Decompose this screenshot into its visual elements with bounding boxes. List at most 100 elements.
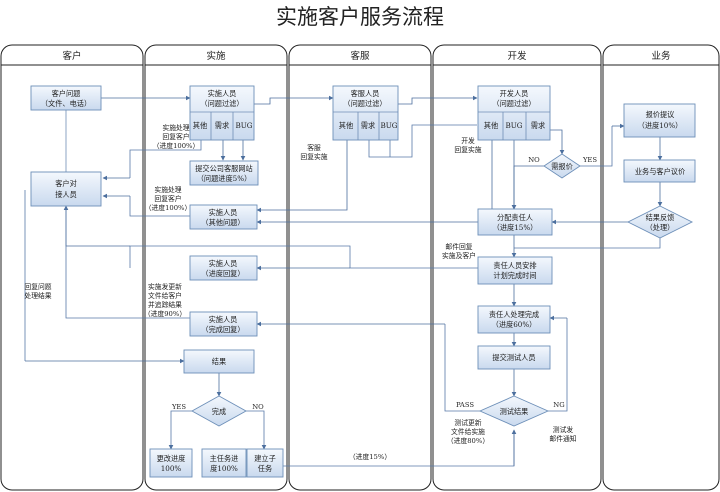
svg-text:客服: 客服	[307, 143, 321, 152]
svg-text:（问题进度5%）: （问题进度5%）	[197, 174, 252, 183]
connectors	[24, 95, 663, 467]
node-submit-test: 提交测试人员	[477, 345, 551, 370]
label-cs-reply: 客服 回复实施	[300, 143, 327, 161]
svg-text:处理结果: 处理结果	[24, 291, 51, 300]
svg-text:计划完成时间: 计划完成时间	[493, 271, 536, 280]
label-no: NO	[528, 156, 540, 164]
node-sub-task: 建立子 任务	[246, 448, 284, 478]
node-main-task: 主任务进 度100%	[201, 448, 247, 478]
svg-text:实施人员: 实施人员	[209, 208, 238, 217]
svg-text:测试结果: 测试结果	[500, 407, 529, 416]
svg-text:度100%: 度100%	[210, 464, 238, 473]
svg-text:实施处理: 实施处理	[154, 185, 181, 194]
svg-text:开发人员: 开发人员	[500, 89, 529, 98]
svg-text:需报价: 需报价	[551, 162, 573, 171]
svg-text:（问题过滤）: （问题过滤）	[200, 99, 243, 108]
lane-service-header: 客服	[350, 50, 370, 62]
svg-text:其他: 其他	[193, 121, 207, 130]
svg-text:（进度10%）: （进度10%）	[638, 121, 683, 130]
label-yes-complete: YES	[171, 403, 186, 411]
svg-text:接人员: 接人员	[55, 190, 77, 199]
node-submit-site: 提交公司客服网站 （问题进度5%）	[189, 160, 259, 186]
svg-text:分配责任人: 分配责任人	[497, 213, 533, 222]
label-reply-result: 回复问题 处理结果	[24, 282, 51, 300]
label-test-mail: 测试发 邮件通知	[549, 425, 576, 443]
node-feedback: 结果反馈 （处理）	[626, 205, 694, 239]
lane-implementation	[144, 44, 288, 491]
svg-text:实施处理: 实施处理	[162, 123, 189, 132]
svg-text:客户问题: 客户问题	[52, 89, 81, 98]
svg-text:BUG: BUG	[505, 121, 522, 130]
label-impl-reply-2: 实施处理 回复客户 （进度100%）	[145, 185, 192, 212]
svg-text:任务: 任务	[258, 464, 272, 473]
node-handled: 责任人处理完成 （进度60%）	[477, 305, 551, 334]
svg-text:业务与客户议价: 业务与客户议价	[635, 167, 685, 176]
node-need-quote: 需报价	[543, 153, 581, 179]
svg-text:提交公司客服网站: 提交公司客服网站	[195, 164, 253, 173]
node-result: 结果	[183, 349, 255, 374]
node-impl-progress: 实施人员 （进度回复）	[189, 255, 258, 281]
node-complete: 完成	[191, 395, 247, 427]
svg-text:开发: 开发	[461, 136, 475, 145]
svg-text:建立子: 建立子	[254, 454, 276, 463]
lane-service	[288, 44, 432, 491]
svg-text:责任人处理完成: 责任人处理完成	[489, 310, 539, 319]
svg-text:邮件通知: 邮件通知	[549, 434, 576, 443]
svg-text:（其他问题）: （其他问题）	[201, 218, 244, 227]
svg-text:更改进度: 更改进度	[157, 454, 186, 463]
svg-text:责任人员安排: 责任人员安排	[493, 261, 536, 270]
svg-text:客服人员: 客服人员	[351, 89, 380, 98]
label-test-update: 测试更新 文件给实施 （进度80%）	[447, 418, 489, 445]
svg-text:（进度90%）: （进度90%）	[144, 309, 186, 318]
node-test-result: 测试结果	[478, 395, 550, 427]
svg-text:主任务进: 主任务进	[210, 454, 239, 463]
lane-customer	[0, 44, 144, 491]
label-mail-reply: 邮件回复 实施及客户	[442, 242, 476, 260]
node-assign: 分配责任人 （进度15%）	[477, 208, 553, 236]
lane-customer-header: 客户	[62, 50, 81, 62]
svg-text:回复实施: 回复实施	[300, 152, 327, 161]
node-impl-filter: 实施人员 （问题过滤） 其他 需求 BUG	[189, 85, 255, 141]
node-customer-contact: 客户对 接人员	[30, 171, 102, 207]
nodes: 客户问题 （文件、电话） 客户对 接人员 实施人员 （问题过滤） 其他 需求 B…	[30, 85, 696, 478]
svg-text:测试发: 测试发	[553, 425, 574, 434]
svg-text:（问题过滤）: （问题过滤）	[492, 99, 535, 108]
svg-text:（进度15%）: （进度15%）	[493, 223, 538, 232]
node-customer-issue: 客户问题 （文件、电话）	[30, 85, 102, 111]
svg-text:实施人员: 实施人员	[208, 89, 237, 98]
label-send-doc: 实施发更新 文件给客户 并追踪结果 （进度90%）	[144, 282, 186, 318]
node-quote: 报价提议 （进度10%）	[623, 103, 696, 138]
lane-development-header: 开发	[507, 50, 527, 62]
page-title: 实施客户服务流程	[276, 5, 444, 29]
edge-labels: 实施处理 回复客户 （进度100%） 实施处理 回复客户 （进度100%） 客服…	[24, 123, 597, 461]
svg-text:结果反馈: 结果反馈	[646, 213, 675, 222]
svg-text:文件给实施: 文件给实施	[451, 427, 485, 436]
svg-text:完成: 完成	[212, 407, 226, 416]
node-impl-other-issue: 实施人员 （其他问题）	[189, 204, 258, 230]
node-negotiate: 业务与客户议价	[623, 159, 696, 183]
svg-text:其他: 其他	[484, 121, 498, 130]
svg-text:提交测试人员: 提交测试人员	[492, 353, 535, 362]
svg-text:（进度100%）: （进度100%）	[145, 203, 192, 212]
svg-text:需求: 需求	[361, 121, 375, 130]
label-no-complete: NO	[252, 403, 264, 411]
svg-text:需求: 需求	[531, 121, 545, 130]
svg-text:（进度100%）: （进度100%）	[153, 141, 200, 150]
node-dev-filter: 开发人员 （问题过滤） 其他 BUG 需求	[477, 85, 551, 141]
lane-business-header: 业务	[651, 50, 671, 62]
svg-text:（进度回复）: （进度回复）	[201, 269, 244, 278]
svg-text:客户对: 客户对	[55, 179, 77, 188]
svg-text:回复客户: 回复客户	[154, 194, 181, 203]
label-impl-reply: 实施处理 回复客户 （进度100%）	[153, 123, 200, 150]
label-yes: YES	[582, 156, 597, 164]
swimlanes: 客户 实施 客服 开发 业务	[0, 44, 720, 491]
svg-text:（处理）: （处理）	[646, 223, 675, 232]
svg-text:100%: 100%	[161, 464, 182, 473]
node-impl-done: 实施人员 （完成回复）	[189, 311, 258, 337]
label-dev-reply: 开发 回复实施	[454, 136, 481, 154]
svg-text:BUG: BUG	[380, 121, 397, 130]
label-progress-15: （进度15%）	[349, 452, 391, 461]
lane-development	[432, 44, 602, 491]
